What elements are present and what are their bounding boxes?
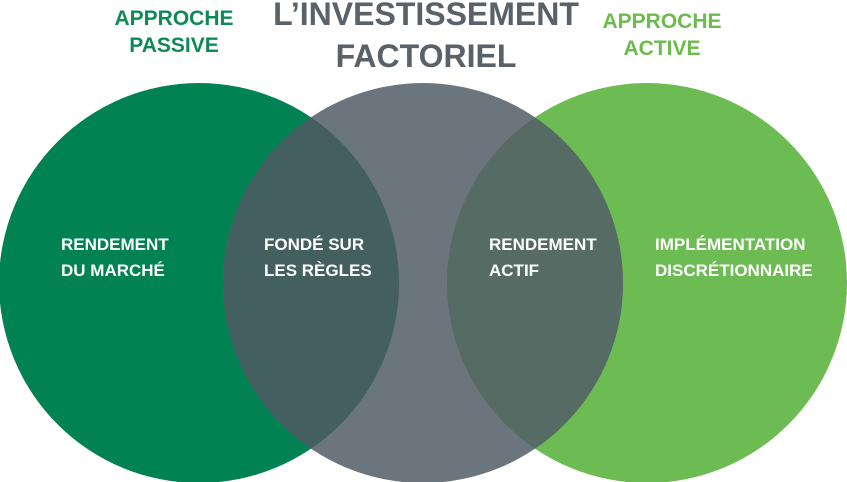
market-return-label: RENDEMENT DU MARCHÉ — [61, 232, 169, 284]
passive-factor-overlap — [223, 83, 399, 482]
discretionary-line-2: DISCRÉTIONNAIRE — [655, 261, 813, 280]
active-return-line-2: ACTIF — [489, 261, 540, 280]
market-return-line-1: RENDEMENT — [61, 235, 169, 254]
active-return-label: RENDEMENT ACTIF — [489, 232, 597, 284]
discretionary-line-1: IMPLÉMENTATION — [655, 235, 806, 254]
market-return-line-2: DU MARCHÉ — [61, 261, 165, 280]
active-approach-header: APPROCHE ACTIVE — [592, 8, 732, 62]
active-factor-overlap — [447, 83, 623, 482]
active-return-line-1: RENDEMENT — [489, 235, 597, 254]
discretionary-label: IMPLÉMENTATION DISCRÉTIONNAIRE — [655, 232, 813, 284]
rules-based-line-2: LES RÈGLES — [264, 261, 372, 280]
active-header-line-2: ACTIVE — [623, 37, 701, 60]
passive-approach-header: APPROCHE PASSIVE — [104, 5, 244, 59]
diagram-title: L’INVESTISSEMENT FACTORIEL — [246, 0, 606, 77]
active-header-line-1: APPROCHE — [602, 10, 722, 33]
rules-based-line-1: FONDÉ SUR — [264, 235, 365, 254]
title-line-2: FACTORIEL — [335, 38, 517, 74]
passive-header-line-1: APPROCHE — [114, 7, 234, 30]
rules-based-label: FONDÉ SUR LES RÈGLES — [264, 232, 372, 284]
title-line-1: L’INVESTISSEMENT — [273, 0, 579, 32]
passive-header-line-2: PASSIVE — [129, 34, 219, 57]
